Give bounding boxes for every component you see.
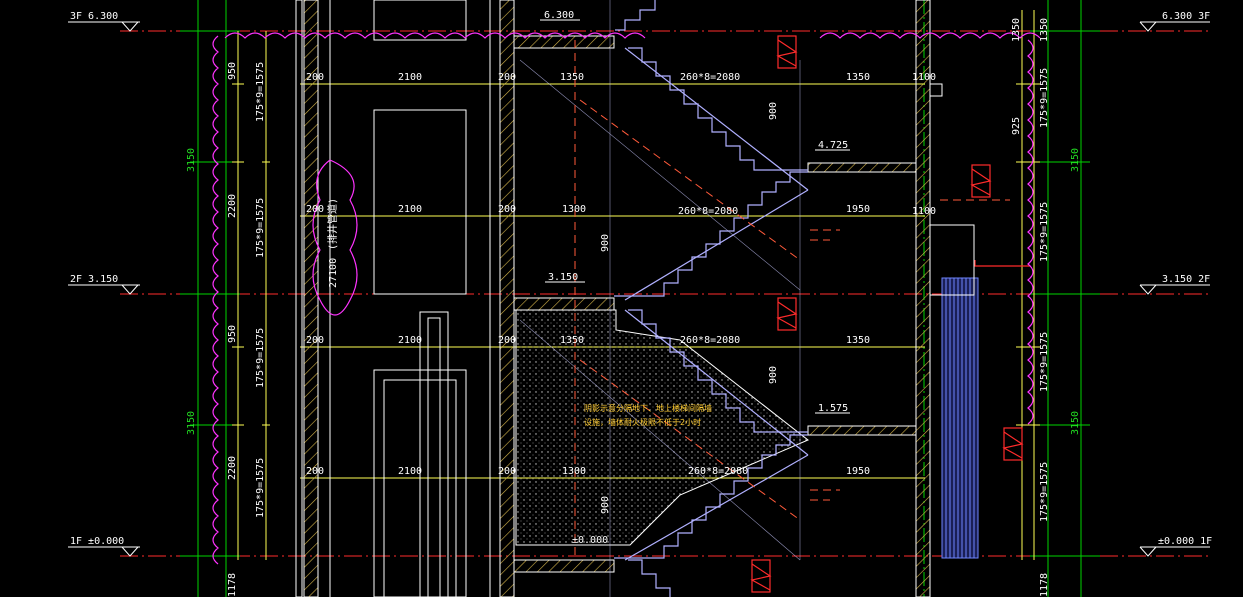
construction-lines <box>519 0 801 597</box>
dim-1100-r1: 1100 <box>912 72 936 83</box>
dim-950-top: 950 <box>227 62 238 80</box>
dim-steps-r2: 175*9=1575 <box>1039 202 1050 262</box>
note-line-1: 阴影示意分隔地下、地上楼梯间隔墙 <box>584 403 712 413</box>
red-dashed-lines <box>574 40 1010 560</box>
dim-900-d: 900 <box>600 496 611 514</box>
elevation-3150: 3.150 <box>548 272 578 283</box>
fire-partition-shading <box>515 309 809 546</box>
dim-2100-r4: 2100 <box>398 466 422 477</box>
dim-1300-r2: 1300 <box>562 204 586 215</box>
dim-1350-r1b: 1350 <box>846 72 870 83</box>
dim-200-r3b: 200 <box>498 335 516 346</box>
dim-200-r2a: 200 <box>306 204 324 215</box>
side-rect <box>929 224 975 296</box>
dim-run-r1: 260*8=2080 <box>680 72 740 83</box>
dim-900-a: 900 <box>768 102 779 120</box>
dim-run-r3: 260*8=2080 <box>680 335 740 346</box>
dim-1950-r2: 1950 <box>846 204 870 215</box>
dim-steps-r3: 175*9=1575 <box>1039 332 1050 392</box>
dim-steps-l1: 175*9=1575 <box>255 62 266 122</box>
dim-1350-r1: 1350 <box>560 72 584 83</box>
dim-right-top2: 1350 <box>1039 18 1050 42</box>
dim-200-r4a: 200 <box>306 466 324 477</box>
dim-1950-r4: 1950 <box>846 466 870 477</box>
revision-clouds <box>212 32 1041 565</box>
dim-row-2: 200 2100 200 1300 260*8=2080 1950 1100 <box>306 204 936 217</box>
dim-2200-top: 2200 <box>227 194 238 218</box>
dim-right-lower-3150: 3150 <box>1070 411 1081 435</box>
dim-row-3: 200 2100 200 1350 260*8=2080 1350 <box>306 335 870 346</box>
dim-200-r4b: 200 <box>498 466 516 477</box>
level-tag-left-3f: 3F 6.300 <box>70 11 118 22</box>
dim-900-c: 900 <box>768 366 779 384</box>
dim-right-top: 1350 <box>1011 18 1022 42</box>
level-ticks <box>180 30 1100 557</box>
door-stripes <box>941 277 979 559</box>
level-tag-left-2f: 2F 3.150 <box>70 274 118 285</box>
dim-row-1: 200 2100 200 1350 260*8=2080 1350 1100 <box>306 72 936 83</box>
dim-2200-bottom: 2200 <box>227 456 238 480</box>
dim-steps-l3: 175*9=1575 <box>255 328 266 388</box>
level-tag-right-3f: 6.300 3F <box>1162 11 1210 22</box>
dim-200-r1a: 200 <box>306 72 324 83</box>
note-line-2: 设施，墙体耐火极限不低于2小时 <box>584 417 701 427</box>
shaft-dimension: 27100 <box>328 258 339 288</box>
elevation-0000: ±0.000 <box>572 535 608 546</box>
dim-200-r3a: 200 <box>306 335 324 346</box>
dim-2100-r2: 2100 <box>398 204 422 215</box>
walls <box>295 0 943 597</box>
dim-run-r4: 260*8=2080 <box>688 466 748 477</box>
level-tag-left-1f: 1F ±0.000 <box>70 536 124 547</box>
openings <box>373 0 467 597</box>
dim-1350-r3b: 1350 <box>846 335 870 346</box>
dim-2100-r1: 2100 <box>398 72 422 83</box>
dim-right-base: 1178 <box>1039 573 1050 597</box>
dim-950-bottom: 950 <box>227 325 238 343</box>
dim-left-upper-3150: 3150 <box>186 148 197 172</box>
dim-1300-r4: 1300 <box>562 466 586 477</box>
dim-200-r2b: 200 <box>498 204 516 215</box>
dim-steps-r4: 175*9=1575 <box>1039 462 1050 522</box>
dim-steps-r1: 175*9=1575 <box>1039 68 1050 128</box>
level-tag-right-1f: ±0.000 1F <box>1158 536 1212 547</box>
level-symbols <box>68 19 1210 557</box>
dim-900-b: 900 <box>600 234 611 252</box>
dim-200-r1b: 200 <box>498 72 516 83</box>
dim-run-r2: 260*8=2080 <box>678 206 738 217</box>
dim-steps-l2: 175*9=1575 <box>255 198 266 258</box>
dim-2100-r3: 2100 <box>398 335 422 346</box>
break-marks <box>750 35 1030 593</box>
shaft-label: (排井管道) <box>326 198 339 250</box>
stair-flights <box>614 0 809 597</box>
dim-steps-l4: 175*9=1575 <box>255 458 266 518</box>
dim-row-4: 200 2100 200 1300 260*8=2080 1950 <box>306 466 870 477</box>
dim-1350-r3: 1350 <box>560 335 584 346</box>
dim-right-925: 925 <box>1011 117 1022 135</box>
elevation-6300: 6.300 <box>544 10 574 21</box>
dim-right-upper-3150: 3150 <box>1070 148 1081 172</box>
dim-1100-r2: 1100 <box>912 206 936 217</box>
dim-left-lower-3150: 3150 <box>186 411 197 435</box>
elevation-4725: 4.725 <box>818 140 848 151</box>
level-tag-right-2f: 3.150 2F <box>1162 274 1210 285</box>
elevation-1575: 1.575 <box>818 403 848 414</box>
dim-left-base: 1178 <box>227 573 238 597</box>
